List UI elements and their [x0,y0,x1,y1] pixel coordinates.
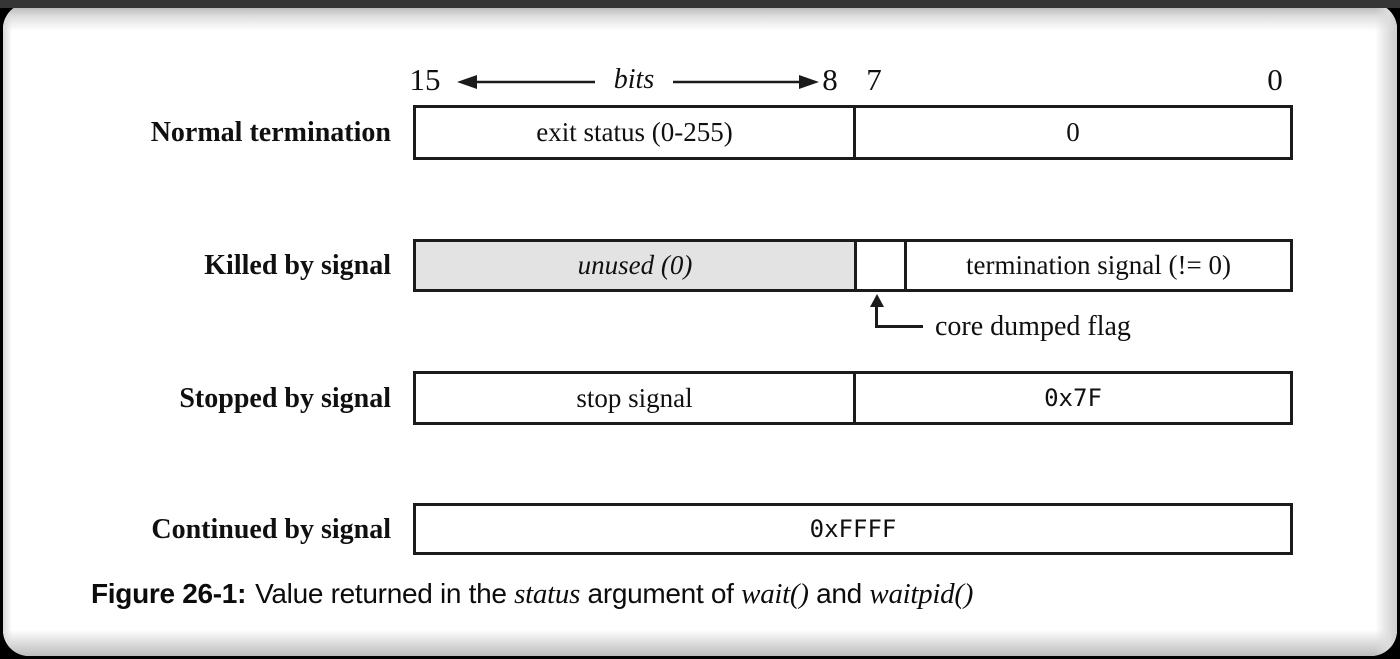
cell-0xffff: 0xFFFF [809,515,897,543]
book-page-card: 15 bits 8 7 0 Normal termination exit st… [3,3,1397,656]
caption-italic-status: status [514,578,581,610]
core-dumped-arrow-leader [877,325,923,328]
row-label-normal-termination: Normal termination [150,117,391,148]
cell-0x7f: 0x7F [853,374,1290,422]
bit-8-label: 8 [822,62,838,97]
core-dumped-arrowhead-icon [870,294,884,307]
caption-text-1: Value returned in the [255,578,515,609]
cell-stop-signal: stop signal [576,382,693,413]
caption-text-3: and [808,578,870,609]
caption-italic-wait: wait() [741,578,809,610]
row-label-stopped-by-signal: Stopped by signal [179,383,391,414]
caption-italic-waitpid: waitpid() [869,578,974,610]
bit-7-label: 7 [866,62,882,97]
cell-zero: 0 [853,108,1290,157]
cell-exit-status: exit status (0-255) [536,117,733,147]
bitbox-stopped-by-signal: stop signal 0x7F [413,371,1293,425]
bitbox-normal-termination: exit status (0-255) 0 [413,105,1293,160]
card-right-edge-shading [1375,3,1397,656]
row-label-killed-by-signal: Killed by signal [204,250,391,281]
core-dumped-arrow-shaft [875,305,878,328]
core-dumped-flag-label: core dumped flag [935,311,1131,342]
bitbox-killed-by-signal: unused (0) termination signal (!= 0) [413,239,1293,292]
figure-caption-number: Figure 26-1: [91,578,247,609]
bitbox-continued-by-signal: 0xFFFF [413,503,1293,555]
bit-0-label: 0 [1267,62,1283,97]
cell-core-dumped-flag-bit [854,242,904,289]
bit-15-label: 15 [409,62,441,97]
row-label-continued-by-signal: Continued by signal [151,514,391,545]
bits-range-arrows-icon [457,75,819,89]
cell-unused: unused (0) [416,242,854,289]
figure-caption: Figure 26-1: Value returned in the status… [91,578,973,611]
bits-word-label: bits [613,64,655,95]
caption-text-2: argument of [580,578,742,609]
cell-termination-signal: termination signal (!= 0) [904,242,1290,289]
top-black-bar [0,0,1400,8]
card-bottom-edge-shading [3,630,1397,656]
card-left-edge-shading [3,3,12,656]
